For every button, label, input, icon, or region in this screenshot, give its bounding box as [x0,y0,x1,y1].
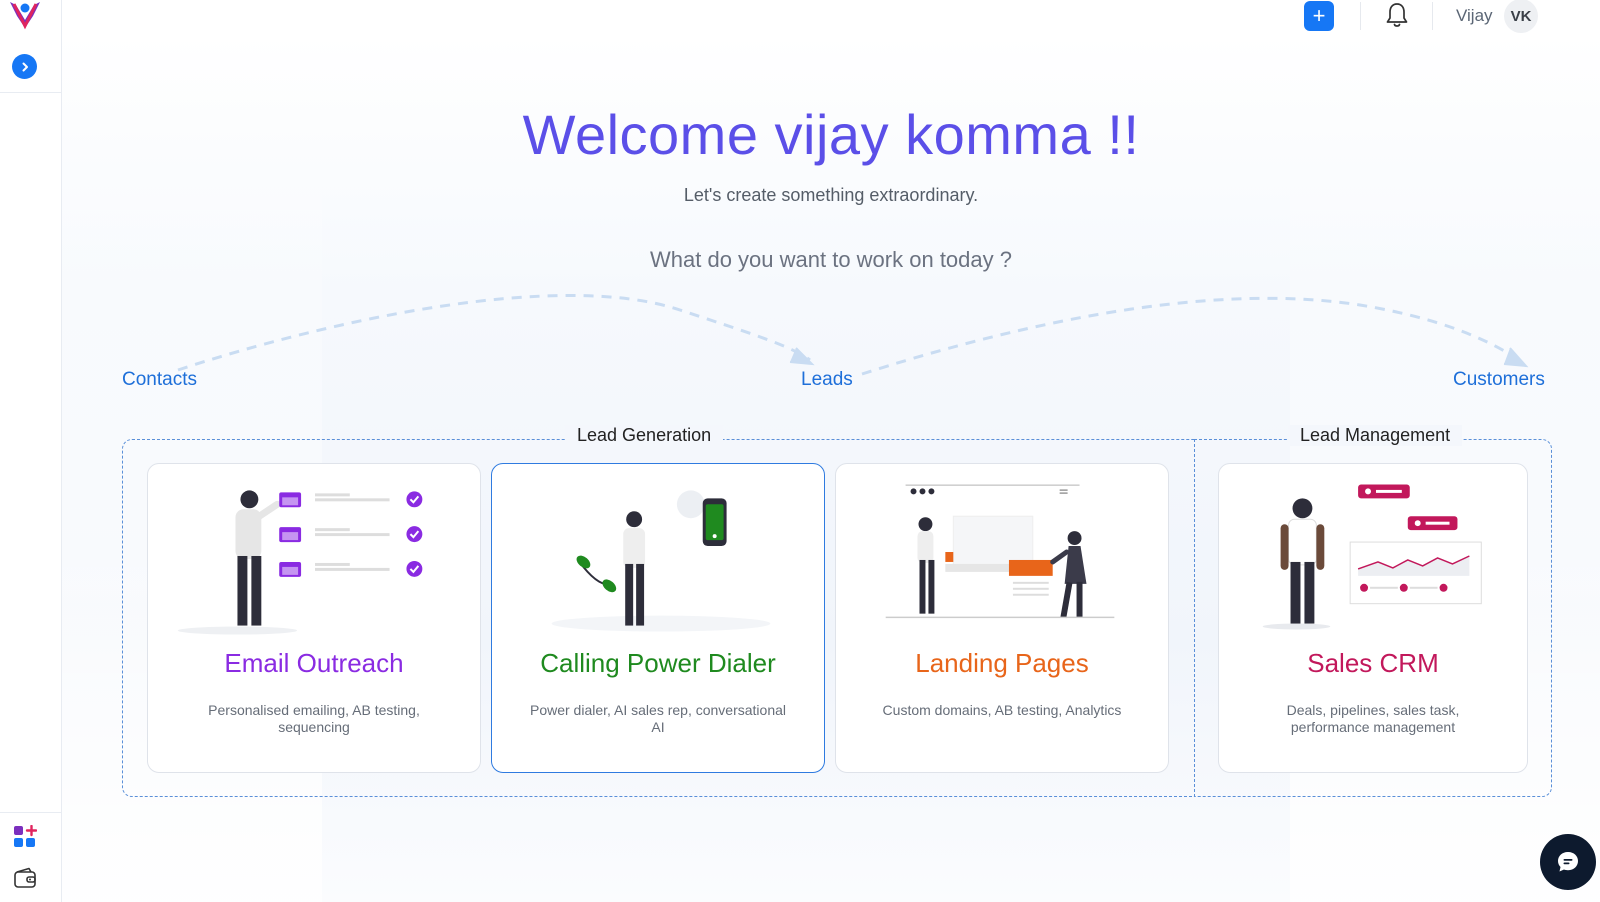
add-button[interactable]: + [1304,1,1334,31]
flow-link-contacts[interactable]: Contacts [122,369,197,390]
chat-icon [1558,852,1578,872]
work-question: What do you want to work on today ? [650,247,1012,272]
chevron-right-icon [22,62,28,71]
card-description: Power dialer, AI sales rep, conversation… [529,702,787,735]
card-title: Landing Pages [915,648,1089,678]
email-outreach-illustration [177,490,423,635]
lead-generation-label: Lead Generation [565,425,724,446]
card-description: Personalised emailing, AB testing, seque… [208,702,420,735]
sidebar [0,0,62,902]
flow-link-customers[interactable]: Customers [1453,369,1545,390]
user-name[interactable]: Vijay [1456,6,1493,25]
card-title: Email Outreach [224,648,404,678]
card-sales-crm[interactable]: Sales CRM Deals, pipelines, sales task, … [1218,463,1528,773]
wallet-icon[interactable] [13,867,37,889]
card-title: Calling Power Dialer [540,648,776,678]
app-logo[interactable] [6,0,44,34]
flow-link-leads[interactable]: Leads [801,369,853,390]
chat-button[interactable] [1540,834,1596,890]
card-description: Deals, pipelines, sales task, performanc… [1286,702,1460,735]
sidebar-divider [0,92,61,93]
card-calling-power-dialer[interactable]: Calling Power Dialer Power dialer, AI sa… [491,463,825,773]
card-email-outreach[interactable]: Email Outreach Personalised emailing, AB… [147,463,481,773]
avatar[interactable]: VK [1504,0,1538,33]
page-subtitle: Let's create something extraordinary. [683,185,979,205]
header-divider [1432,2,1433,30]
card-landing-pages[interactable]: Landing Pages Custom domains, AB testing… [835,463,1169,773]
lead-management-label: Lead Management [1288,425,1463,446]
landing-pages-illustration [885,484,1115,619]
card-description: Custom domains, AB testing, Analytics [882,702,1122,718]
bell-icon[interactable] [1384,1,1410,29]
power-dialer-illustration [551,490,771,632]
apps-plus-icon[interactable] [13,825,37,849]
sidebar-divider-bottom [0,812,61,813]
header-divider [1360,2,1361,30]
expand-sidebar-button[interactable] [12,54,37,79]
sales-crm-illustration [1262,484,1482,630]
card-title: Sales CRM [1307,648,1439,678]
page-title: Welcome vijay komma !! [522,103,1140,166]
